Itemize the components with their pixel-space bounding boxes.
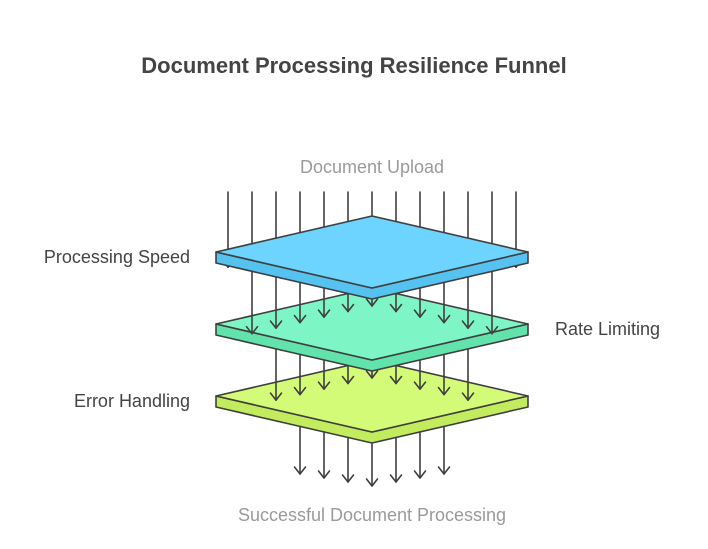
arrow-speed-to-rate-1: [245, 264, 259, 335]
output-arrow-1: [293, 425, 307, 475]
arrow-speed-to-rate-10: [461, 270, 475, 329]
layer-label-rate-limiting: Rate Limiting: [555, 319, 661, 339]
diagram-title: Document Processing Resilience Funnel: [141, 53, 567, 78]
output-arrow-3: [341, 436, 355, 483]
layer-rate-limiting-top: [215, 287, 529, 361]
arrow-speed-to-rate-9: [437, 275, 451, 324]
layer-label-error-handling: Error Handling: [73, 391, 190, 411]
arrow-rate-to-error-2: [293, 347, 307, 396]
arrow-rate-to-error-8: [437, 347, 451, 396]
layer-rate-limiting: [215, 287, 529, 372]
layer-processing-speed: [215, 215, 529, 300]
output-arrow-5: [389, 436, 403, 483]
arrow-rate-to-error-9: [461, 342, 475, 401]
arrow-rate-to-error-1: [269, 342, 283, 401]
output-arrow-7: [437, 425, 451, 475]
layer-processing-speed-top: [215, 215, 529, 289]
output-label: Successful Document Processing: [237, 505, 507, 525]
arrow-speed-to-rate-11: [485, 264, 499, 335]
layer-error-handling-top: [215, 359, 529, 433]
layer-error-handling: [215, 359, 529, 444]
output-arrow-4: [365, 442, 379, 487]
input-label: Document Upload: [299, 157, 445, 177]
arrow-speed-to-rate-3: [293, 275, 307, 324]
output-arrow-6: [413, 431, 427, 479]
output-arrow-2: [317, 431, 331, 479]
output-arrows: [293, 425, 451, 487]
layer-label-processing-speed: Processing Speed: [43, 247, 190, 267]
arrow-speed-to-rate-2: [269, 270, 283, 329]
